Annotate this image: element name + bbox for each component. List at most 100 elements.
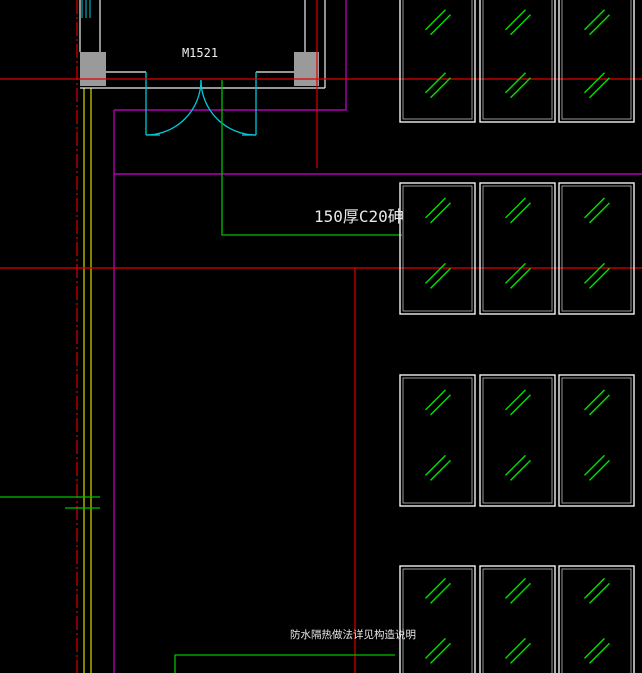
skylight-frame-outer <box>558 374 635 507</box>
glass-hatch-line <box>584 389 605 411</box>
glass-hatch-line <box>584 262 605 284</box>
door-arc-right <box>200 79 257 136</box>
skylight-frame-inner <box>482 377 553 504</box>
glass-hatch-line <box>510 14 531 36</box>
left-edge-lines <box>0 0 115 673</box>
purple-room-outline <box>114 0 347 111</box>
glass-hatch-line <box>430 642 451 664</box>
glass-hatch-line <box>425 72 446 94</box>
skylight-frame-outer <box>479 565 556 673</box>
glass-hatch-line <box>505 389 526 411</box>
skylight-frame-outer <box>399 374 476 507</box>
glass-hatch-line <box>505 72 526 94</box>
annotation-leader <box>174 80 402 673</box>
glass-hatch-line <box>505 262 526 284</box>
glass-hatch-line <box>584 197 605 219</box>
purple-outlines <box>114 0 642 175</box>
skylight-frame-inner <box>482 568 553 673</box>
glass-hatch-line <box>430 77 451 99</box>
skylight-grid <box>399 0 635 673</box>
skylight-panel-icon <box>479 182 556 315</box>
column-left <box>80 52 106 86</box>
column-right <box>294 52 319 86</box>
glass-hatch-line <box>510 582 531 604</box>
glass-hatch-line <box>430 459 451 481</box>
glass-hatch-line <box>425 262 446 284</box>
glass-hatch-line <box>584 637 605 659</box>
skylight-frame-inner <box>482 185 553 312</box>
door-swing-icon <box>145 72 257 136</box>
glass-hatch-line <box>505 454 526 476</box>
glass-hatch-line <box>589 77 610 99</box>
door-tag-text: M1521 <box>182 46 218 60</box>
glass-hatch-line <box>430 582 451 604</box>
glass-hatch-line <box>425 389 446 411</box>
glass-hatch-line <box>425 637 446 659</box>
skylight-panel-icon <box>558 0 635 123</box>
glass-hatch-line <box>510 77 531 99</box>
glass-hatch-line <box>589 267 610 289</box>
glass-hatch-line <box>430 267 451 289</box>
glass-hatch-line <box>510 202 531 224</box>
skylight-panel-icon <box>479 374 556 507</box>
glass-hatch-line <box>510 459 531 481</box>
room-walls: M1521 <box>79 0 326 89</box>
glass-hatch-line <box>505 197 526 219</box>
glass-hatch-line <box>584 577 605 599</box>
glass-hatch-line <box>589 14 610 36</box>
skylight-frame-outer <box>399 0 476 123</box>
skylight-frame-outer <box>399 565 476 673</box>
glass-hatch-line <box>505 577 526 599</box>
glass-hatch-line <box>584 454 605 476</box>
skylight-panel-icon <box>558 374 635 507</box>
skylight-frame-inner <box>561 0 632 120</box>
glass-hatch-line <box>584 72 605 94</box>
glass-hatch-line <box>589 459 610 481</box>
glass-hatch-line <box>425 577 446 599</box>
skylight-frame-inner <box>561 377 632 504</box>
skylight-frame-inner <box>561 185 632 312</box>
glass-hatch-line <box>425 454 446 476</box>
glass-hatch-line <box>589 642 610 664</box>
glass-hatch-line <box>505 637 526 659</box>
skylight-panel-icon <box>479 565 556 673</box>
skylight-frame-inner <box>402 0 473 120</box>
glass-hatch-line <box>589 202 610 224</box>
skylight-panel-icon <box>399 0 476 123</box>
glass-hatch-line <box>430 14 451 36</box>
glass-hatch-line <box>589 582 610 604</box>
skylight-frame-inner <box>402 185 473 312</box>
skylight-panel-icon <box>558 565 635 673</box>
skylight-panel-icon <box>558 182 635 315</box>
glass-hatch-line <box>430 202 451 224</box>
skylight-panel-icon <box>399 565 476 673</box>
skylight-frame-outer <box>399 182 476 315</box>
skylight-frame-outer <box>479 0 556 123</box>
glass-hatch-line <box>425 197 446 219</box>
skylight-panel-icon <box>399 374 476 507</box>
glass-hatch-line <box>584 9 605 31</box>
glass-hatch-line <box>589 394 610 416</box>
slab-annotation-text: 150厚C20砷 <box>314 207 404 226</box>
skylight-frame-outer <box>558 182 635 315</box>
skylight-frame-inner <box>561 568 632 673</box>
glass-hatch-line <box>505 9 526 31</box>
glass-hatch-line <box>425 9 446 31</box>
glass-hatch-line <box>510 267 531 289</box>
skylight-frame-inner <box>482 0 553 120</box>
skylight-frame-outer <box>558 0 635 123</box>
skylight-frame-inner <box>402 568 473 673</box>
skylight-frame-inner <box>402 377 473 504</box>
skylight-panel-icon <box>479 0 556 123</box>
glass-hatch-line <box>510 642 531 664</box>
green-leader-line <box>221 80 402 236</box>
glass-hatch-line <box>430 394 451 416</box>
door-arc-left <box>145 79 202 136</box>
skylight-frame-outer <box>479 374 556 507</box>
skylight-frame-outer <box>479 182 556 315</box>
green-bottom-line <box>174 654 395 673</box>
waterproof-note-text: 防水隔热做法详见构造说明 <box>290 628 416 641</box>
